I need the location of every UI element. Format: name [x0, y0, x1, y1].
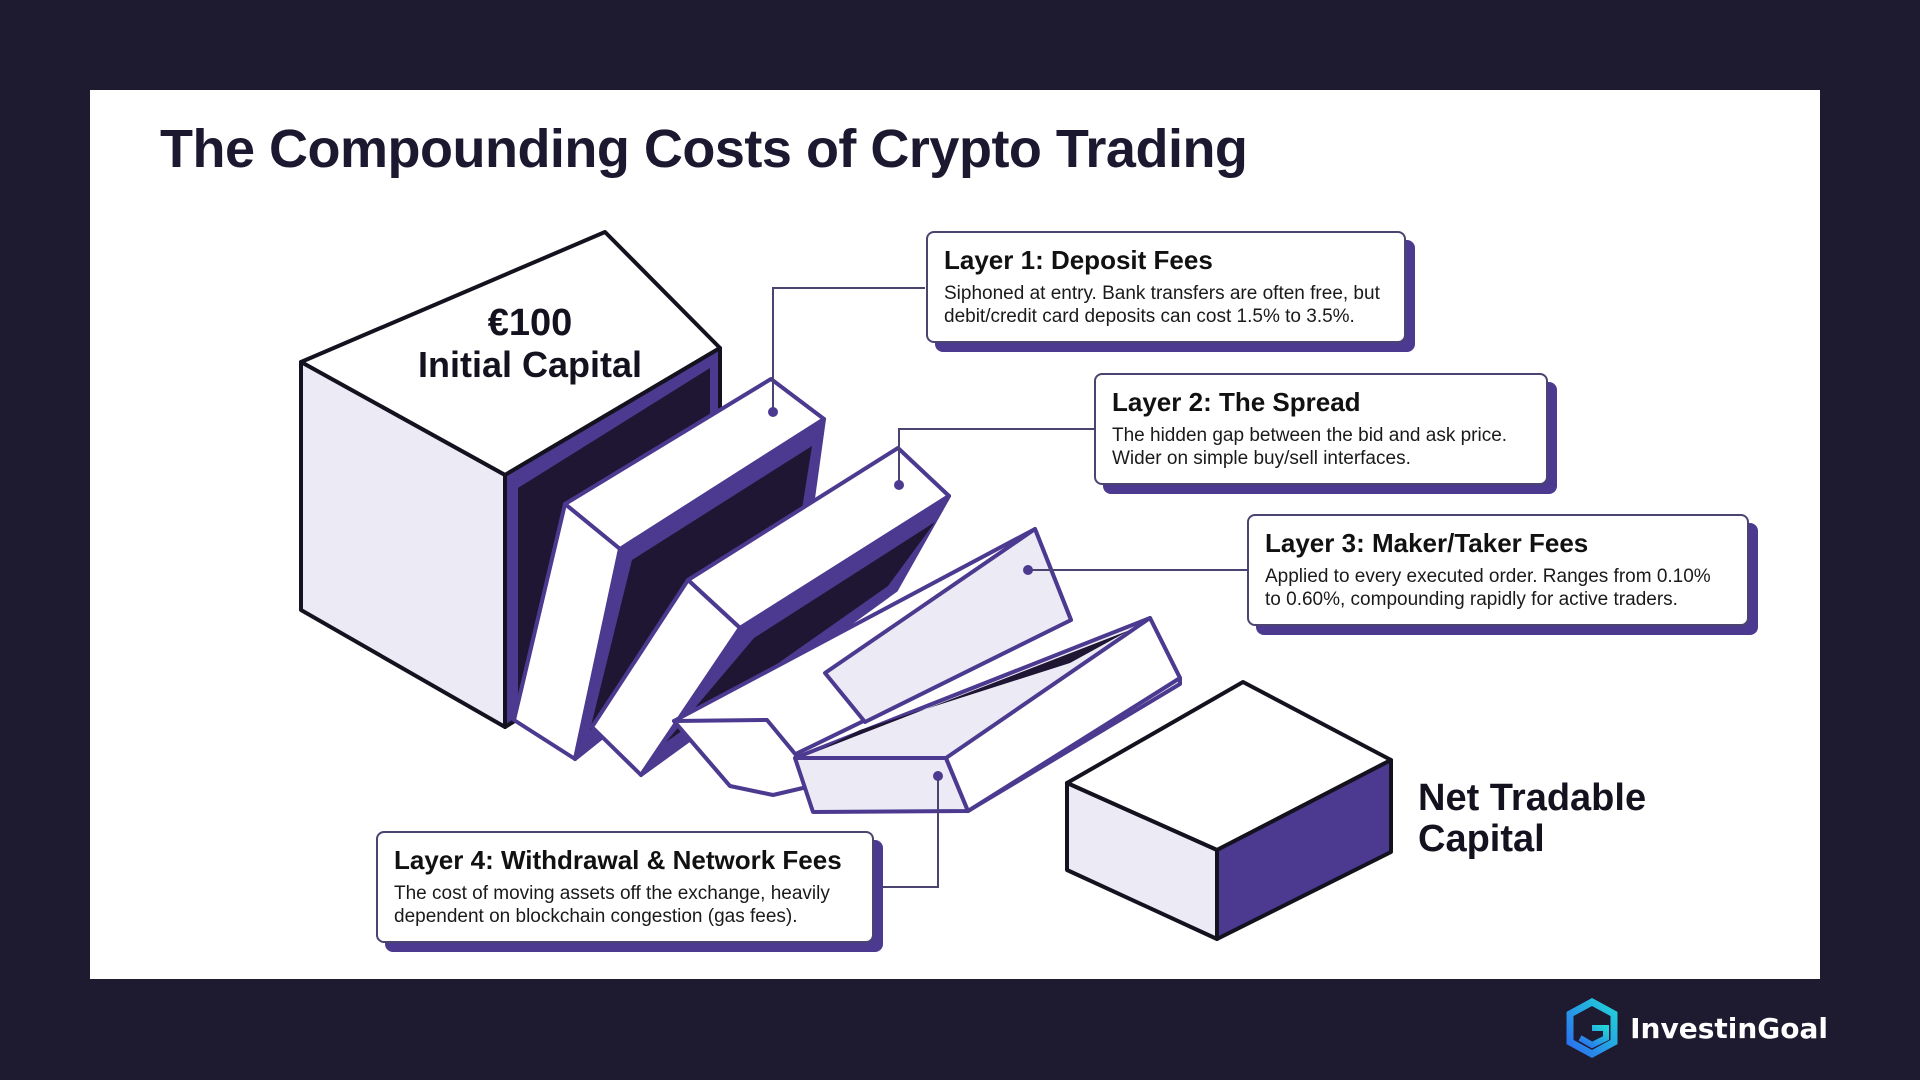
initial-capital-label: €100 Initial Capital [390, 302, 670, 386]
callout-title: Layer 2: The Spread [1112, 387, 1361, 417]
net-capital-box [1065, 680, 1393, 941]
callout-text: Applied to every executed order. Ranges … [1265, 566, 1711, 610]
initial-label: Initial Capital [417, 344, 643, 385]
callout-title: Layer 1: Deposit Fees [944, 245, 1213, 275]
callout-layer-2: Layer 2: The Spread The hidden gap betwe… [1094, 373, 1548, 485]
callout-text: Siphoned at entry. Bank transfers are of… [944, 283, 1380, 327]
callout-title: Layer 4: Withdrawal & Network Fees [394, 845, 842, 875]
brand-logo: InvestinGoal [1564, 998, 1828, 1058]
layer3-slab [672, 527, 1073, 797]
callout-layer-1: Layer 1: Deposit Fees Siphoned at entry.… [926, 231, 1406, 343]
investingoal-logo-icon [1566, 998, 1618, 1058]
infographic-card: The Compounding Costs of Crypto Trading [90, 90, 1820, 979]
brand-name: InvestinGoal [1630, 1011, 1828, 1045]
callout-layer-3: Layer 3: Maker/Taker Fees Applied to eve… [1247, 514, 1749, 626]
page-title: The Compounding Costs of Crypto Trading [160, 119, 1248, 179]
layers-illustration [299, 230, 1393, 941]
connector-lines [772, 287, 1247, 888]
callout-title: Layer 3: Maker/Taker Fees [1265, 528, 1589, 558]
callout-text: The hidden gap between the bid and ask p… [1112, 425, 1508, 469]
layer2-slab [590, 446, 951, 777]
connector-dots [768, 407, 1033, 781]
callout-text: The cost of moving assets off the exchan… [394, 883, 830, 927]
callout-layer-4: Layer 4: Withdrawal & Network Fees The c… [376, 831, 874, 943]
layer4-slab [793, 616, 1182, 814]
initial-amount: €100 [487, 302, 573, 344]
net-capital-label: Net Tradable Capital [1418, 777, 1647, 860]
